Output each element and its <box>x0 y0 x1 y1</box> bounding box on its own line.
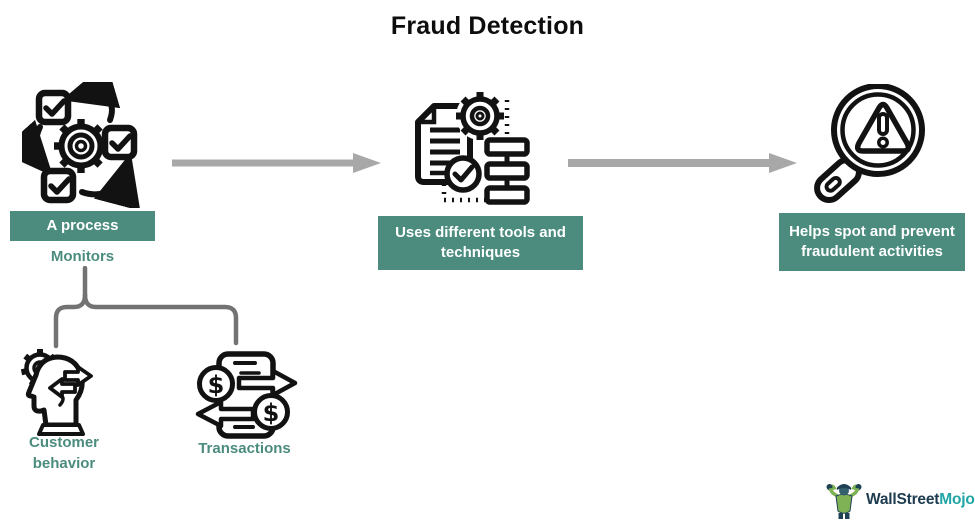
page-title: Fraud Detection <box>390 12 585 40</box>
wallstreetmojo-logo: WallStreetMojo <box>826 480 975 520</box>
logo-text-mojo: Mojo <box>939 491 975 508</box>
monitors-split-bracket <box>53 266 239 349</box>
monitors-label: Monitors <box>50 248 115 265</box>
step-label-tools-techniques: Uses different tools and techniques <box>378 216 583 270</box>
strongman-mascot-icon <box>826 484 862 519</box>
flow-arrow-1 <box>172 153 381 173</box>
monitors-child-customer-behavior: Customer behavior <box>28 434 99 472</box>
process-cycle-icon <box>22 82 141 208</box>
svg-text:$: $ <box>208 371 225 399</box>
step-label-a-process: A process <box>10 211 155 241</box>
svg-text:$: $ <box>263 399 280 427</box>
magnifier-warning-icon <box>814 84 925 204</box>
logo-text-wallstreet: WallStreet <box>866 491 940 508</box>
logo-wordmark: WallStreetMojo <box>866 491 975 509</box>
phone-money-transfer-icon: $ $ <box>195 351 298 439</box>
document-gear-checklist-icon <box>415 92 530 205</box>
flow-arrow-2 <box>568 153 797 173</box>
head-gear-exchange-icon <box>20 349 93 436</box>
step-label-helps-spot: Helps spot and prevent fraudulent activi… <box>779 213 965 271</box>
monitors-child-transactions: Transactions <box>198 440 291 457</box>
